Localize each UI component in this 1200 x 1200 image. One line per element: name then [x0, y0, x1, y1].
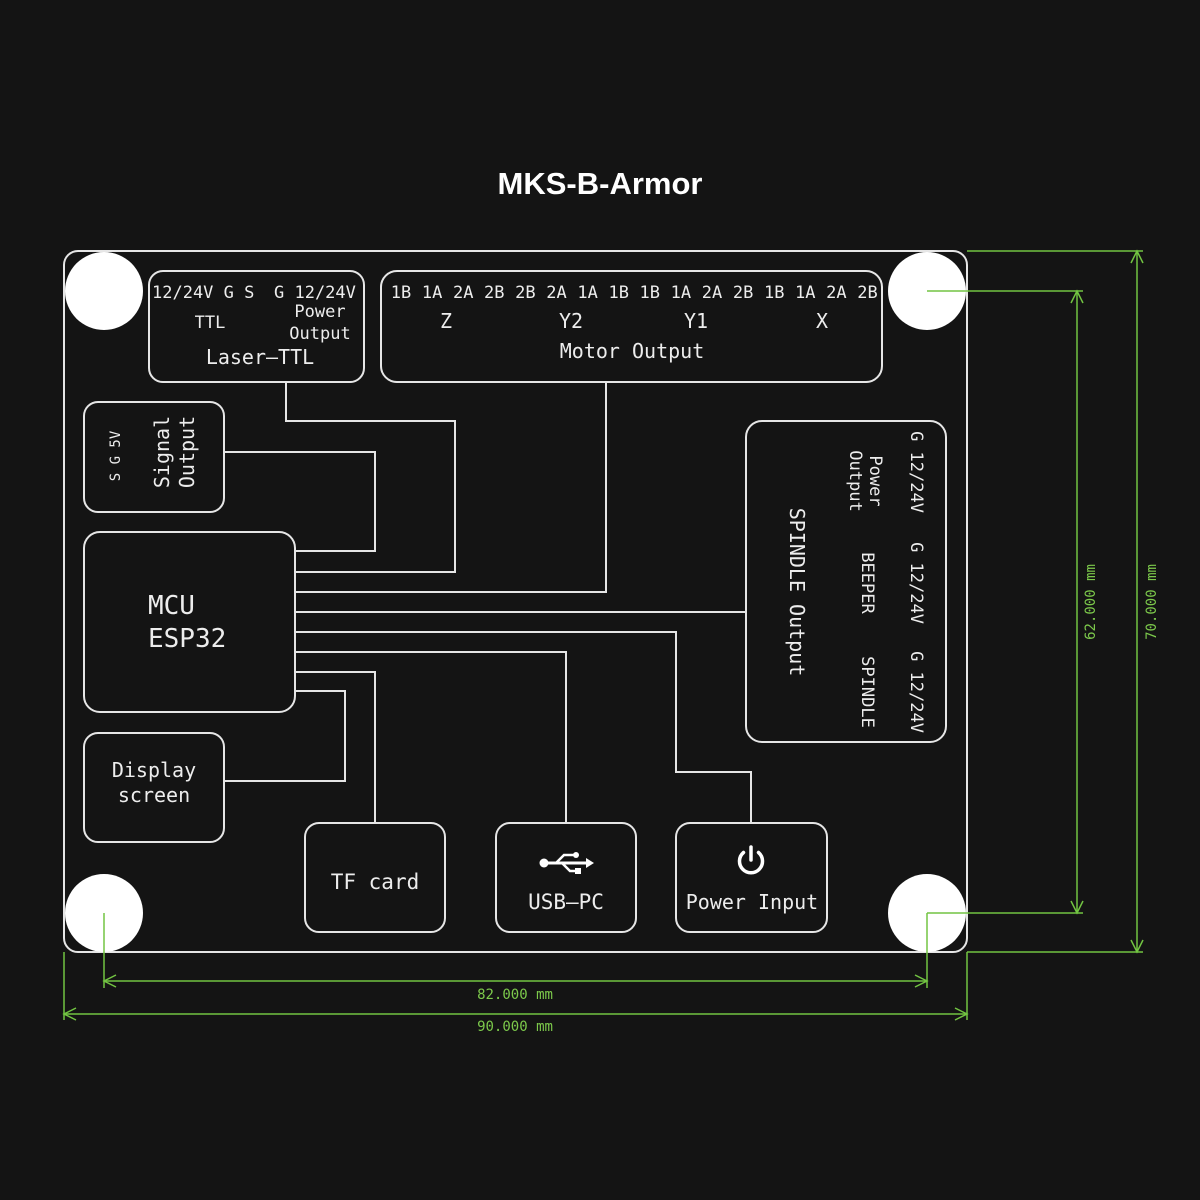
motor-axis-z: Z — [440, 309, 452, 333]
motor-pin-label: 2A — [453, 283, 473, 303]
dimension-lines — [62, 249, 1144, 1021]
motor-output-block: 1B 1A 2A 2B 2B 2A 1A 1B 1B 1A 2A 2B 1B 1A 2A 2B Z Y2 Y1… — [380, 270, 883, 383]
spindle-output-name: SPINDLE Output — [785, 508, 809, 677]
motor-pin-label: 1A — [795, 283, 815, 303]
laser-ttl-output-label: Output — [289, 324, 350, 344]
signal-output-label: Signal — [150, 416, 174, 488]
motor-pin-label: 1B — [608, 283, 628, 303]
mcu-label: MCU — [148, 591, 195, 621]
motor-pin-label: 1A — [577, 283, 597, 303]
board-outline — [63, 250, 968, 953]
motor-pin-label: 2A — [702, 283, 722, 303]
laser-ttl-name: Laser—TTL — [206, 345, 314, 369]
laser-ttl-block: 12/24V G S G 12/24V TTL Power Output Las… — [148, 270, 365, 383]
power-icon — [737, 845, 765, 875]
dimension-62mm-label: 62.000 mm — [1083, 564, 1099, 640]
spindle-power-label: Power — [865, 455, 885, 506]
motor-pin-label: 2B — [484, 283, 504, 303]
power-input-block: Power Input — [675, 822, 828, 933]
signal-output-block: S G 5V Signal Output — [83, 401, 225, 513]
mounting-hole-top-left — [65, 252, 143, 330]
laser-ttl-pins-left: 12/24V G S — [152, 283, 254, 303]
usb-icon — [539, 852, 594, 874]
tf-card-label: TF card — [331, 870, 420, 894]
usb-pc-block: USB—PC — [495, 822, 637, 933]
signal-output-pins: S G 5V — [108, 430, 124, 481]
laser-ttl-ttl-label: TTL — [195, 313, 226, 333]
motor-axis-y2: Y2 — [559, 309, 583, 333]
mcu-block: MCU ESP32 — [83, 531, 296, 713]
power-output-pins: G 12/24V — [906, 431, 926, 513]
power-input-label: Power Input — [686, 890, 818, 914]
motor-output-name: Motor Output — [560, 339, 705, 363]
beeper-label: BEEPER — [857, 552, 877, 614]
motor-pin-label: 2A — [826, 283, 846, 303]
motor-pin-label: 2A — [546, 283, 566, 303]
motor-pin-label: 1A — [671, 283, 691, 303]
laser-ttl-pins-right: G 12/24V — [274, 283, 356, 303]
usb-pc-label: USB—PC — [528, 890, 604, 914]
motor-pin-label: 1B — [391, 283, 411, 303]
connection-wires — [224, 382, 752, 823]
tf-card-block: TF card — [304, 822, 446, 933]
spindle-output-block: G 12/24V G 12/24V G 12/24V Power Output … — [745, 420, 947, 743]
dimension-90mm-label: 90.000 mm — [477, 1019, 553, 1035]
mcu-chip-label: ESP32 — [148, 624, 226, 654]
display-screen-block: Display screen — [83, 732, 225, 843]
spindle-output-label: Output — [845, 450, 865, 511]
display-screen-label: screen — [118, 783, 190, 807]
motor-pin-label: 1B — [764, 283, 784, 303]
dimension-70mm-label: 70.000 mm — [1144, 564, 1160, 640]
motor-axis-y1: Y1 — [684, 309, 708, 333]
motor-axis-x: X — [816, 309, 828, 333]
motor-pin-labels: 1B 1A 2A 2B 2B 2A 1A 1B 1B 1A 2A 2B 1B 1A 2A 2B — [391, 283, 878, 303]
spindle-label: SPINDLE — [857, 656, 877, 728]
motor-pin-label: 2B — [733, 283, 753, 303]
motor-pin-label: 2B — [515, 283, 535, 303]
diagram-title: MKS-B-Armor — [498, 166, 703, 201]
motor-pin-label: 1B — [640, 283, 660, 303]
motor-pin-label: 1A — [422, 283, 442, 303]
signal-output-label-2: Output — [175, 416, 199, 488]
spindle-pins: G 12/24V — [906, 651, 926, 733]
beeper-pins: G 12/24V — [906, 542, 926, 624]
display-label: Display — [112, 758, 196, 782]
motor-pin-label: 2B — [857, 283, 877, 303]
laser-ttl-power-label: Power — [294, 302, 345, 322]
dimension-82mm-label: 82.000 mm — [477, 987, 553, 1003]
